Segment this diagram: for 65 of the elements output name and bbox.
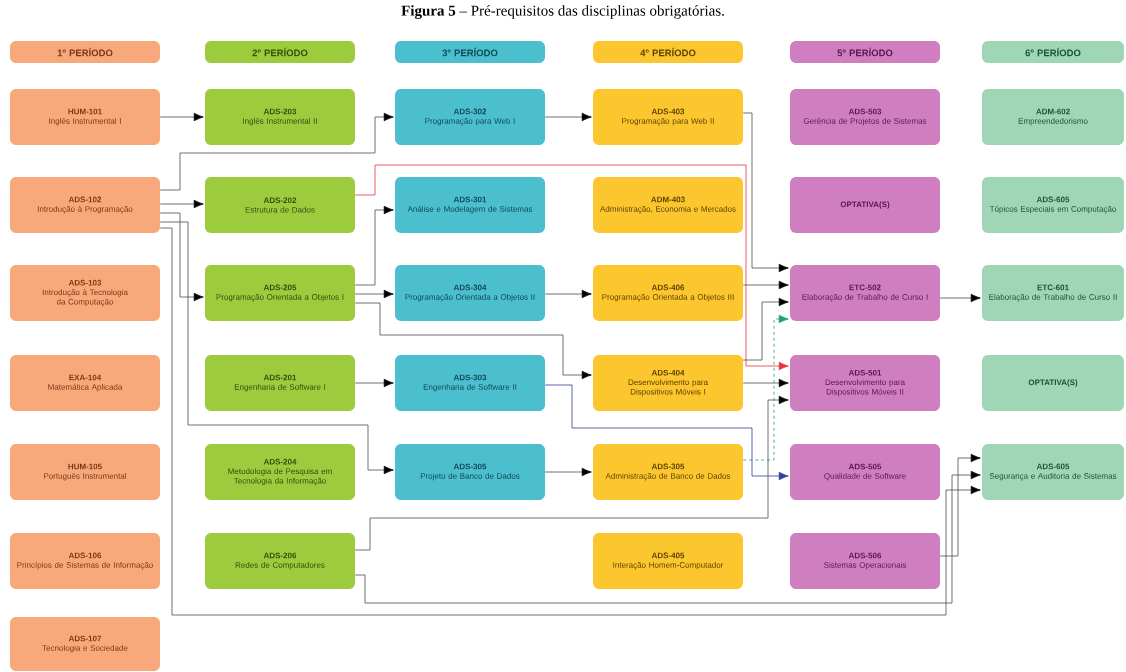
arrow [159,221,394,475]
course-box: ADS-605 Segurança e Auditoria de Sistemas [982,444,1124,500]
period-header: 3º PERÍODO [395,41,545,63]
arrow [544,112,592,122]
arrow [159,212,204,302]
course-box: ADS-201 Engenharia de Software I [205,355,355,411]
course-box: ADS-103 Introdução à Tecnologia da Computação [10,265,160,321]
course-box: ADS-505 Qualidade de Software [790,444,940,500]
course-box: ADS-406 Programação Orientada a Objetos III [593,265,743,321]
course-box: EXA-104 Matemática Aplicada [10,355,160,411]
course-box: ADS-106 Princípios de Sistemas de Informação [10,533,160,589]
course-box: ADS-503 Gerência de Projetos de Sistemas [790,89,940,145]
course-box: ETC-601 Elaboração de Trabalho de Curso II [982,265,1124,321]
title: Figura 5 – Pré-requisitos das disciplinas obrigatórias. [401,5,724,19]
arrow [354,395,789,551]
course-box: HUM-105 Português Instrumental [10,444,160,500]
arrow [939,293,981,303]
arrow [742,297,789,361]
arrow [354,164,789,371]
arrow [354,378,394,388]
course-box: ADS-305 Projeto de Banco de Dados [395,444,545,500]
course-box: ADS-303 Engenharia de Software II [395,355,545,411]
period-header: 5º PERÍODO [790,41,940,63]
arrow [742,280,789,290]
course-box: ADS-403 Programação para Web II [593,89,743,145]
course-box: HUM-101 Inglês Instrumental I [10,89,160,145]
arrow [354,470,981,604]
arrow [742,112,789,273]
course-box: ADS-506 Sistemas Operacionais [790,533,940,589]
course-box: ADS-605 Tópicos Especiais em Computação [982,177,1124,233]
arrow [159,227,981,616]
arrow [159,112,394,191]
period-header: 4º PERÍODO [593,41,743,63]
course-box: OPTATIVA(S) [790,177,940,233]
course-box: ADS-206 Redes de Computadores [205,533,355,589]
course-box: ADS-202 Estrutura de Dados [205,177,355,233]
course-box: ADS-501 Desenvolvimento para Dispositivos Móveis II [790,355,940,411]
period-header: 1º PERÍODO [10,41,160,63]
arrow [544,289,592,299]
period-header: 6º PERÍODO [982,41,1124,63]
course-box: ADS-107 Tecnologia e Sociedade [10,617,160,671]
course-box: ADS-305 Administração de Banco de Dados [593,444,743,500]
course-box: ADM-403 Administração, Economia e Mercados [593,177,743,233]
course-box: ADS-405 Interação Homem-Computador [593,533,743,589]
arrow [354,302,592,380]
arrow [742,314,789,461]
course-box: ADS-304 Programação Orientada a Objetos II [395,265,545,321]
arrow [354,205,394,286]
course-box: ADS-203 Inglês Instrumental II [205,89,355,145]
course-box: ADS-205 Programação Orientada a Objetos I [205,265,355,321]
course-box: ADS-204 Metodologia de Pesquisa em Tecnologia da Informação [205,444,355,500]
course-box: ADM-602 Empreendedorismo [982,89,1124,145]
arrow [159,112,204,122]
course-box: OPTATIVA(S) [982,355,1124,411]
arrow [354,289,394,299]
arrow [159,199,204,209]
arrow [742,378,789,388]
arrow [939,453,981,557]
arrow [544,384,789,481]
course-box: ADS-404 Desenvolvimento para Dispositivos Móveis I [593,355,743,411]
period-header: 2º PERÍODO [205,41,355,63]
course-box: ADS-301 Análise e Modelagem de Sistemas [395,177,545,233]
arrow [544,467,592,477]
course-box: ADS-102 Introdução à Programação [10,177,160,233]
course-box: ADS-302 Programação para Web I [395,89,545,145]
